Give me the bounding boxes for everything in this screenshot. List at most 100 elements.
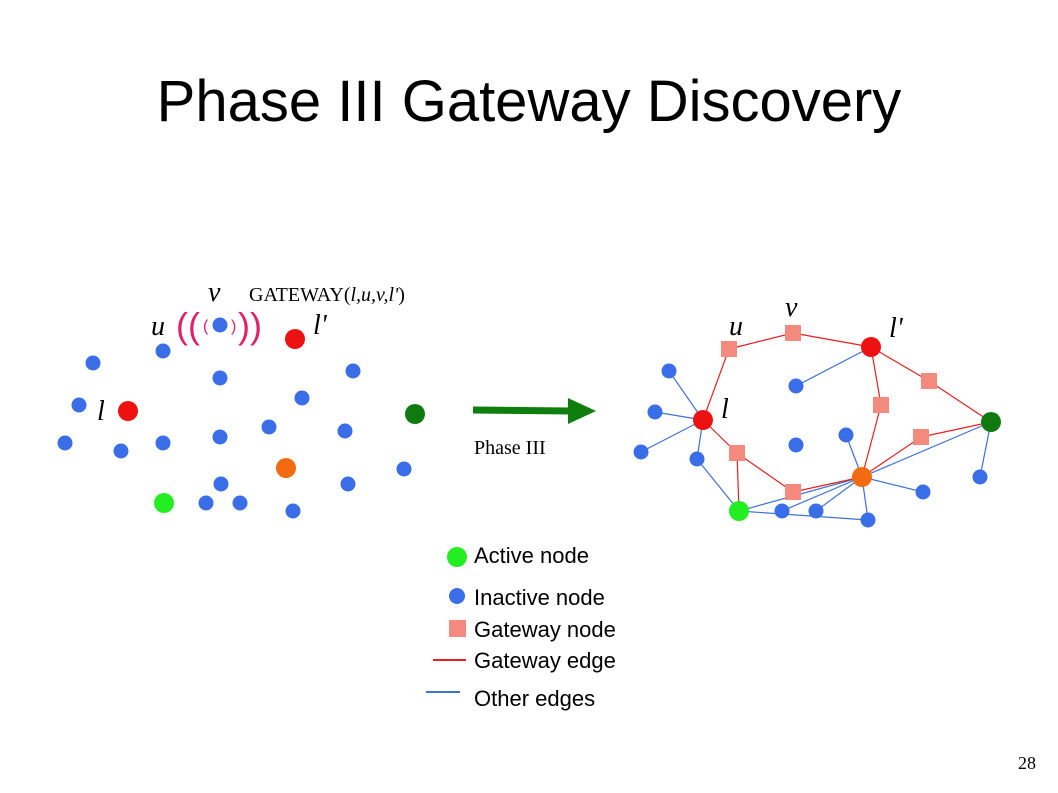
legend-active-node-label: Active node [474,543,589,568]
inactive-node [213,476,229,492]
gateway-edge [728,332,794,350]
message-close-paren: ) [398,284,405,306]
gateway-edge [792,332,872,348]
legend-active-node-swatch [447,547,467,567]
active-node [729,501,749,521]
gateway-edge [702,348,730,421]
inactive-node [633,444,649,460]
inactive-node [972,469,988,485]
inactive-node [838,427,854,443]
inactive-node [57,435,73,451]
other-edge [696,458,740,512]
label-v: v [785,292,798,323]
other-edge [861,421,992,478]
inactive-node [788,378,804,394]
gateway-edge [861,436,922,478]
gateway-edge [736,452,794,493]
gateway-edge [870,346,930,382]
orange-node [276,458,296,478]
legend-inactive-node-label: Inactive node [474,585,605,610]
gateway-node [729,445,745,461]
dark-green-node [981,412,1001,432]
inactive-node [155,343,171,359]
label-l: l [721,394,729,425]
legend: Active node Inactive node Gateway node G… [426,543,616,711]
other-edge [640,419,704,453]
node-v [212,317,228,333]
inactive-node [788,437,804,453]
label-lprime: l' [889,313,904,344]
inactive-node [113,443,129,459]
inactive-node [647,404,663,420]
legend-other-edges-label: Other edges [474,686,595,711]
inactive-node [345,363,361,379]
gateway-edge [928,380,992,423]
label-v: v [208,277,221,308]
node-lprime-leader [285,329,305,349]
broadcast-wave-left: (( [176,305,200,346]
gateway-edges [702,332,992,512]
other-edge [738,510,869,521]
inactive-node [689,451,705,467]
inactive-node [261,419,277,435]
node-lprime-leader [861,337,881,357]
inactive-node [285,503,301,519]
right-inactive-nodes [633,363,988,528]
inactive-node [774,503,790,519]
label-u: u [151,311,165,342]
broadcast-wave-right: )) [238,305,262,346]
other-edge [781,476,863,512]
arrow-head [568,398,596,424]
legend-inactive-node-swatch [449,588,465,604]
gateway-nodes [721,325,937,500]
gateway-edge [920,421,992,438]
slide-title: Phase III Gateway Discovery [156,69,902,134]
message-name: GATEWAY [249,284,344,306]
node-l-leader [118,401,138,421]
inactive-node [294,390,310,406]
other-edge [795,346,872,387]
gateway-edge [792,476,863,493]
label-u: u [729,311,743,342]
inactive-node [198,495,214,511]
message-open-paren: ( [344,284,351,306]
orange-node [852,467,872,487]
gateway-node [721,341,737,357]
label-lprime: l' [313,310,328,341]
gateway-message: GATEWAY(l,u,v,l') [249,284,405,306]
inactive-node [808,503,824,519]
node-l-leader [693,410,713,430]
gateway-node [921,373,937,389]
right-graph: u v l' l [633,292,1001,528]
page-number: 28 [1018,753,1036,773]
other-edge [861,476,924,493]
inactive-node [915,484,931,500]
broadcast-wave-inner-right: ) [231,318,236,335]
broadcast-wave-inner-left: ( [203,318,209,335]
gateway-node [785,325,801,341]
phase-arrow: Phase III [472,398,596,459]
gateway-node [785,484,801,500]
inactive-node [71,397,87,413]
legend-gateway-edge-label: Gateway edge [474,648,616,673]
inactive-node [661,363,677,379]
arrow-shaft [472,406,571,415]
legend-gateway-node-label: Gateway node [474,617,616,642]
inactive-node [85,355,101,371]
label-l: l [97,396,105,427]
gateway-node [873,397,889,413]
inactive-node [212,429,228,445]
inactive-node [232,495,248,511]
left-inactive-nodes [57,343,412,519]
inactive-node [337,423,353,439]
inactive-node [340,476,356,492]
gateway-edge [861,404,882,478]
legend-gateway-node-swatch [449,620,466,637]
message-args: l,u,v,l' [351,284,400,306]
inactive-node [860,512,876,528]
dark-green-node [405,404,425,424]
active-node [154,493,174,513]
inactive-node [212,370,228,386]
left-graph: (( )) ( ) v u l' l GATEWAY(l,u,v,l') [57,277,425,519]
